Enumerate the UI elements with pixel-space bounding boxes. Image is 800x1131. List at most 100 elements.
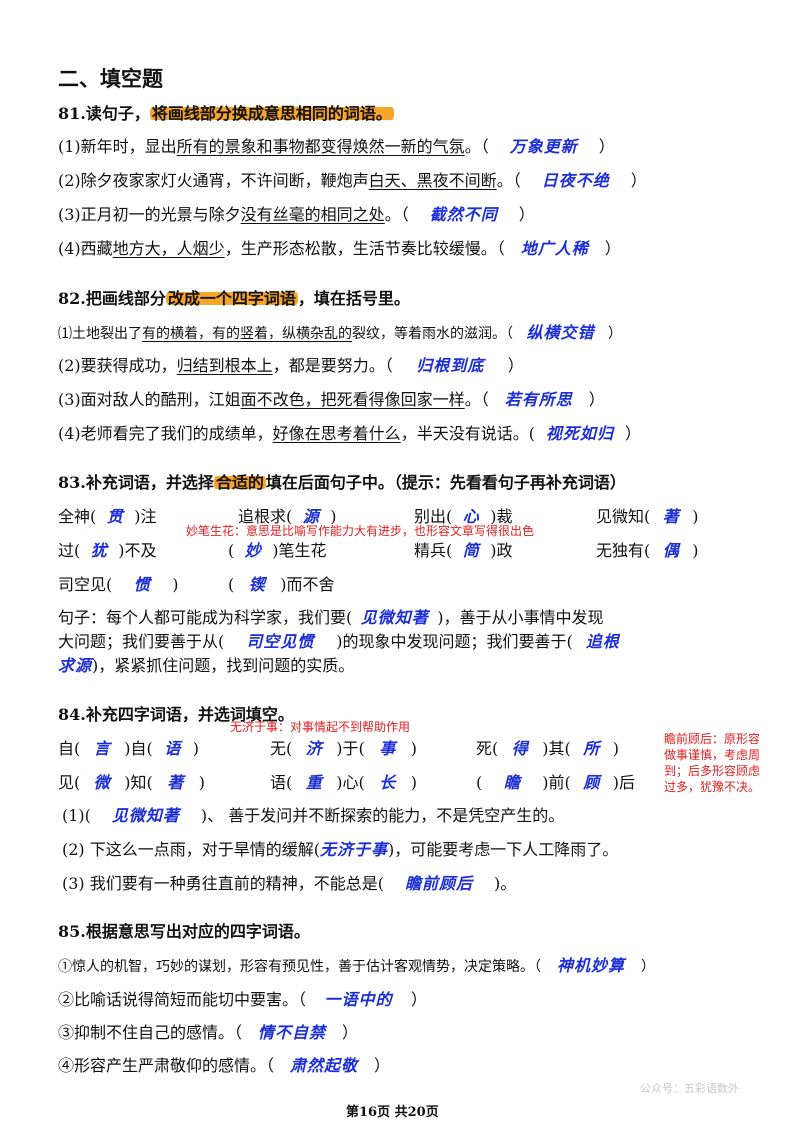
q82-title-rest: ，填在括号里。 (297, 289, 410, 308)
q82-item-1-paren: 裂纹，等着雨水的滋润。（ (352, 326, 513, 342)
q84-row1-a-answer-1[interactable]: 言 (93, 739, 111, 758)
q81-item-4-underline: 地方大，人烟少 (112, 239, 225, 258)
q81-item-3: (3)正月初一的光景与除夕没有丝毫的相同之处。（截然不同） (58, 201, 535, 225)
q84-row2-b-answer-2[interactable]: 长 (379, 773, 397, 792)
q85-item-4: ④形容产生严肃敬仰的感情。（肃然起敬） (58, 1052, 390, 1076)
q81-item-4-paren-close: ） (604, 239, 621, 258)
section-title: 二、填空题 (58, 67, 163, 91)
q83-title-number: 83.补充词语，并选择 (58, 473, 214, 492)
q84-row1-b-answer-2[interactable]: 事 (379, 739, 397, 758)
q81-item-2-answer[interactable]: 日夜不绝 (541, 171, 610, 190)
q84-row1-a: 自(言)自(语) (58, 735, 199, 759)
q84-item-3: (3) 我们要有一种勇往直前的精神，不能总是(瞻前顾后)。 (62, 870, 516, 894)
watermark: 公众号：五彩语数外 (640, 1082, 739, 1095)
q81-item-4-paren: ，生产形态松散，生活节奏比较缓慢。（ (224, 239, 505, 258)
q83-word-3-answer[interactable]: 心 (462, 507, 480, 526)
q85-item-3-answer[interactable]: 情不自禁 (258, 1023, 327, 1042)
q83-word-1: 全神(贯)注 (58, 503, 157, 527)
q85-item-4-answer[interactable]: 肃然起敬 (290, 1056, 359, 1075)
q83-word-9: 司空见(惯) (58, 571, 179, 595)
q81-item-2-underline: 白天、黑夜不间断 (368, 171, 497, 190)
q83-word-5-answer[interactable]: 犹 (90, 541, 108, 560)
q84-row2-c-answer-1[interactable]: 瞻 (503, 773, 521, 792)
q83-sentence-answer-2[interactable]: 司空见惯 (246, 632, 315, 651)
q82-item-2-underline: 归结到根本上 (176, 356, 273, 375)
q82-item-1-paren-close: ） (608, 326, 622, 342)
q82-item-1-underline: 有的横着，有的竖着，纵横杂乱的 (142, 326, 352, 342)
q84-item-2-answer[interactable]: 无济于事 (320, 840, 389, 859)
q84-row2-b-answer-1[interactable]: 重 (305, 773, 323, 792)
q83-word-7-answer[interactable]: 简 (462, 541, 480, 560)
q82-item-4-paren-close: ） (624, 424, 641, 443)
q84-row1-c-answer-1[interactable]: 得 (511, 739, 529, 758)
q82-item-2: (2)要获得成功，归结到根本上，都是要努力。（归根到底） (58, 352, 524, 376)
q82-item-3-paren: 。（ (464, 390, 489, 409)
q83-word-9-answer[interactable]: 惯 (133, 575, 151, 594)
q82-title-number: 82.把画线部分 (58, 289, 166, 308)
q81-item-3-underline: 没有丝毫的相同之处 (240, 205, 385, 224)
q82-item-3-answer[interactable]: 若有所思 (504, 390, 573, 409)
q82-item-1: ⑴土地裂出了有的横着，有的竖着，纵横杂乱的裂纹，等着雨水的滋润。（ 纵横交错 ） (58, 319, 622, 343)
q81-item-2-text: (2)除夕夜家家灯火通宵，不许间断，鞭炮声 (58, 171, 369, 190)
q82-item-1-text: ⑴土地裂出了 (58, 326, 142, 342)
q81-item-1-paren: 。（ (464, 137, 489, 156)
q83-word-2: 追根求(源) (238, 503, 337, 527)
q82-item-2-text: (2)要获得成功， (58, 356, 177, 375)
q83-word-7: 精兵(简)政 (414, 537, 513, 561)
q83-word-1-answer[interactable]: 贯 (106, 507, 124, 526)
q84-row1-b-answer-1[interactable]: 济 (305, 739, 323, 758)
q84-row1-a-answer-2[interactable]: 语 (164, 739, 182, 758)
q81-item-3-paren: 。（ (384, 205, 409, 224)
q81-item-4-answer[interactable]: 地广人稀 (520, 239, 589, 258)
q83-sentence-answer-3b[interactable]: 求源 (58, 656, 93, 675)
q85-item-1: ①惊人的机智，巧妙的谋划，形容有预见性，善于估计客观情势，决定策略。（神机妙算） (58, 952, 655, 976)
q82-title-highlight: 改成一个四字词语 (165, 289, 298, 308)
q83-word-8-answer[interactable]: 偶 (662, 541, 680, 560)
q84-row2-a-answer-2[interactable]: 著 (167, 773, 185, 792)
q82-item-1-answer[interactable]: 纵横交错 (526, 323, 595, 342)
q84-item-1: (1)(见微知著)、 善于发问并不断探索的能力，不是凭空产生的。 (62, 802, 564, 826)
q85-title: 85.根据意思写出对应的四字词语。 (58, 922, 310, 941)
q83-word-10-answer[interactable]: 锲 (248, 575, 266, 594)
q85-item-2-answer[interactable]: 一语中的 (324, 990, 393, 1009)
q83-word-2-answer[interactable]: 源 (302, 507, 320, 526)
q83-sentence-answer-3a[interactable]: 追根 (585, 632, 620, 651)
q82-item-3-underline: 面不改色，把死看得像回家一样 (240, 390, 465, 409)
q82-item-2-paren: ，都是要努力。（ (272, 356, 393, 375)
q83-word-6-answer[interactable]: 妙 (244, 541, 262, 560)
q83-word-4: 见微知(著) (596, 503, 699, 527)
q81-title-highlight: 将画线部分换成意思相同的词语。 (149, 104, 394, 123)
q83-sentence-answer-1[interactable]: 见微知著 (360, 608, 429, 627)
q81-item-1-answer[interactable]: 万象更新 (509, 137, 578, 156)
q84-row2-c-answer-2[interactable]: 顾 (583, 773, 601, 792)
q82-item-4: (4)老师看完了我们的成绩单，好像在思考着什么，半天没有说话。(视死如归） (58, 420, 641, 444)
q81-item-1-paren-close: ） (598, 137, 615, 156)
q83-sentence-line-3: 求源)，紧紧抓住问题，找到问题的实质。 (58, 656, 355, 675)
q81-item-4: (4)西藏地方大，人烟少，生产形态松散，生活节奏比较缓慢。（地广人稀） (58, 235, 621, 259)
q83-word-6: (妙)笔生花 (228, 537, 327, 561)
q85-item-3: ③抑制不住自己的感情。（情不自禁） (58, 1019, 358, 1043)
q82-item-3: (3)面对敌人的酷刑，江姐面不改色，把死看得像回家一样。（ 若有所思 ） (58, 386, 605, 410)
q82-item-3-paren-close: ） (588, 390, 605, 409)
q83-word-3: 别出(心)裁 (414, 503, 513, 527)
q84-row2-a-answer-1[interactable]: 微 (93, 773, 111, 792)
q83-sentence-line-1: 句子：每个人都可能成为科学家，我们要(见微知著)，善于从小事情中发现 (58, 604, 604, 628)
q84-item-3-answer[interactable]: 瞻前顾后 (404, 874, 473, 893)
q82-item-2-answer[interactable]: 归根到底 (416, 356, 485, 375)
q82-item-4-answer[interactable]: 视死如归 (545, 424, 614, 443)
q85-item-1-answer[interactable]: 神机妙算 (556, 956, 625, 975)
q83-title-rest: 填在后面句子中。（提示：先看看句子再补充词语） (265, 473, 626, 492)
q83-word-5: 过(犹)不及 (58, 537, 157, 561)
q82-item-3-text: (3)面对敌人的酷刑，江姐 (58, 390, 241, 409)
q83-word-4-answer[interactable]: 著 (662, 507, 680, 526)
q81-item-1-text: (1)新年时，显出 (58, 137, 177, 156)
q84-row2-c: (瞻)前(顾)后 (476, 769, 635, 793)
q84-item-1-answer[interactable]: 见微知著 (111, 806, 180, 825)
q81-item-2-paren-close: ） (630, 171, 647, 190)
q83-note: 妙笔生花：意思是比喻写作能力大有进步，也形容文章写得很出色 (186, 524, 535, 538)
q84-item-2: (2) 下这么一点雨，对于旱情的缓解(无济于事)，可能要考虑一下人工降雨了。 (62, 840, 619, 859)
q81-item-3-text: (3)正月初一的光景与除夕 (58, 205, 241, 224)
q84-row1-c-answer-2[interactable]: 所 (583, 739, 601, 758)
q82-title: 82.把画线部分改成一个四字词语，填在括号里。 (58, 285, 410, 309)
q81-item-3-answer[interactable]: 截然不同 (429, 205, 498, 224)
